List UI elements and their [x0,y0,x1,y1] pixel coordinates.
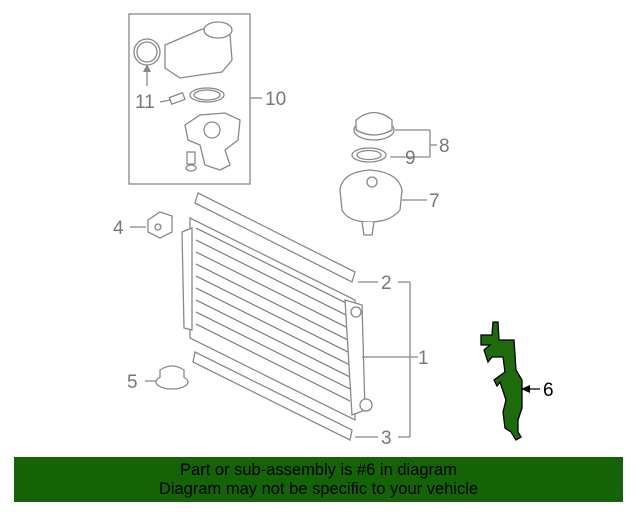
callout-5[interactable]: 5 [127,372,138,393]
info-banner: Part or sub-assembly is #6 in diagram Di… [14,457,623,502]
callout-1[interactable]: 1 [418,348,429,369]
callout-7[interactable]: 7 [429,191,440,212]
part-7-reservoir[interactable] [339,169,403,236]
part-8-cap[interactable] [353,111,395,141]
callout-2[interactable]: 2 [381,273,392,294]
callout-4[interactable]: 4 [113,218,124,239]
part-2-seal-strip[interactable] [194,192,356,283]
part-3-seal-strip[interactable] [192,351,353,441]
part-group-10[interactable] [128,13,262,185]
callout-8[interactable]: 8 [439,136,450,157]
part-5-mount[interactable] [155,365,189,390]
part-9-seal[interactable] [351,147,387,163]
callout-10[interactable]: 10 [265,89,286,110]
banner-line-1: Part or sub-assembly is #6 in diagram [180,461,457,479]
part-1-radiator[interactable] [181,216,373,422]
callout-11[interactable]: 11 [135,92,155,113]
banner-line-2: Diagram may not be specific to your vehi… [158,480,479,498]
callout-6[interactable]: 6 [543,380,554,401]
arrow-icon [521,385,530,393]
callout-9[interactable]: 9 [405,148,416,169]
part-4-mount[interactable] [147,211,173,239]
callout-3[interactable]: 3 [381,428,392,449]
part-6-highlighted[interactable] [480,321,523,441]
